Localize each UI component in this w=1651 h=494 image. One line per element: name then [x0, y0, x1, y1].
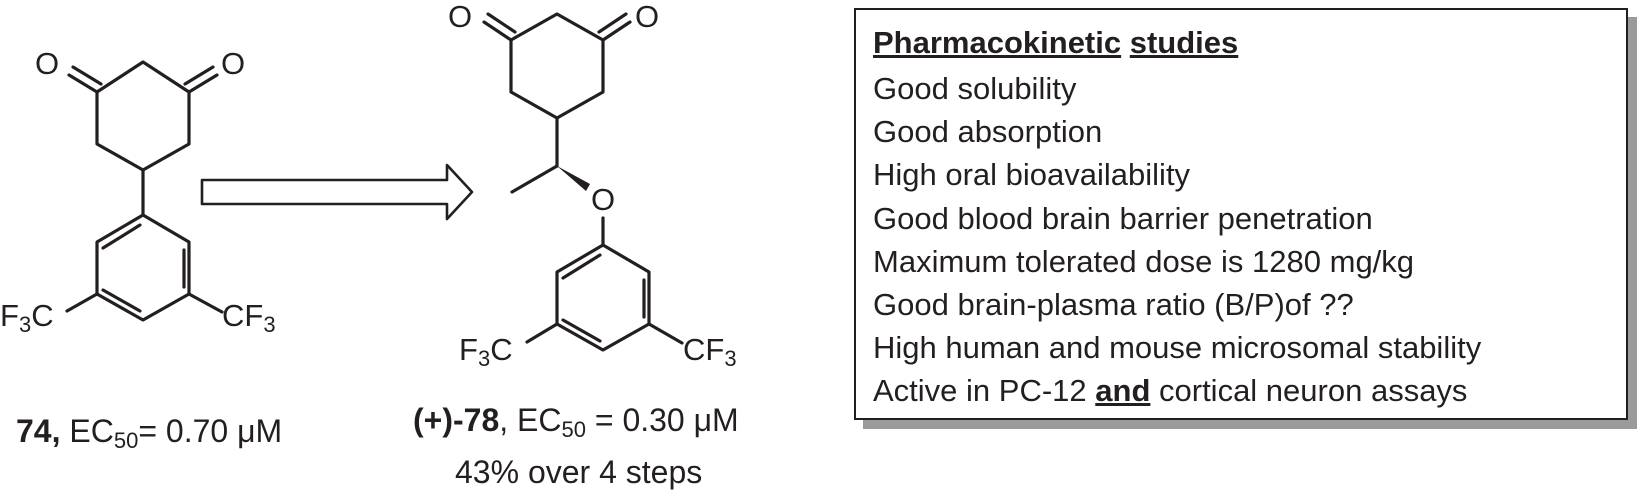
pk-item: High human and mouse microsomal stabilit…: [873, 330, 1482, 366]
pk-heading-word-1: Pharmacokinetic: [873, 25, 1122, 60]
compound-78-cf3-left-bond: [525, 322, 559, 344]
compound-74-benzene-ring: [95, 213, 191, 322]
compound-74-ec-value: = 0.70 μM: [138, 413, 283, 449]
pharmacokinetic-studies-box: Pharmacokinetic studies Good solubility …: [854, 8, 1628, 420]
cf3-left-c: C: [31, 298, 54, 333]
compound-78-ether-oxygen: O: [591, 182, 616, 217]
compound-78-dione-ring: [482, 12, 632, 120]
pk-heading: Pharmacokinetic studies: [873, 25, 1238, 61]
compound-74-cf3-right-bond: [187, 292, 224, 314]
compound-78-ec-value: = 0.30 μM: [585, 402, 739, 438]
compound-74-id: 74,: [16, 413, 61, 449]
compound-78-wedge-bond: [557, 166, 590, 191]
compound-78-cf3-left: F3C: [459, 332, 513, 370]
compound-78-oxygen-left: O: [448, 0, 473, 34]
pk-item-last-post: cortical neuron assays: [1150, 373, 1468, 409]
cf3-left-subscript: 3: [18, 312, 32, 337]
pk-item: Good absorption: [873, 114, 1103, 150]
compound-78-caption: (+)-78, EC50 = 0.30 μM: [413, 402, 739, 441]
cf3-left-f: F: [0, 298, 19, 333]
cf3-right-cf: CF: [222, 298, 264, 333]
compound-78-oxygen-right: O: [635, 0, 660, 34]
compound-74-dione-ring: [67, 60, 219, 172]
compound-78-cf3-right: CF3: [683, 332, 737, 370]
pk-item: High oral bioavailability: [873, 157, 1191, 193]
cf3-left-f: F: [459, 332, 478, 367]
pk-list: Good solubility Good absorption High ora…: [873, 67, 1481, 413]
compound-78-cf3-right-bond: [647, 322, 684, 345]
compound-78-benzene-ring: [555, 243, 651, 352]
cf3-left-c: C: [490, 332, 513, 367]
cf3-left-subscript: 3: [477, 346, 491, 371]
pk-item: Good blood brain barrier penetration: [873, 200, 1373, 236]
compound-78-ec-label: , EC: [499, 402, 562, 438]
compound-78-ec-subscript: 50: [561, 417, 586, 442]
compound-74-cf3-right: CF3: [222, 298, 276, 336]
compound-78-methyl-bond: [510, 164, 559, 194]
compound-78-id: (+)-78: [413, 402, 500, 438]
pk-item-last-emphasis: and: [1095, 373, 1151, 409]
pk-item: Maximum tolerated dose is 1280 mg/kg: [873, 243, 1415, 279]
compound-74-ec-label: EC: [69, 413, 114, 449]
cf3-right-subscript: 3: [724, 346, 737, 371]
pk-item-last: Active in PC-12 and cortical neuron assa…: [873, 369, 1481, 412]
compound-78-yield: 43% over 4 steps: [455, 454, 703, 490]
compound-74-ec-subscript: 50: [113, 428, 139, 453]
reaction-arrow: [200, 163, 474, 221]
pk-item: Good solubility: [873, 71, 1077, 106]
compound-74-caption: 74, EC50= 0.70 μM: [16, 413, 283, 452]
pk-item: Good brain-plasma ratio (B/P)of ??: [873, 286, 1354, 322]
compound-74-cf3-left: F3C: [0, 298, 54, 336]
pk-heading-word-2: studies: [1129, 25, 1239, 60]
compound-74-oxygen-right: O: [221, 46, 246, 81]
compound-74-cf3-left-bond: [65, 292, 99, 313]
cf3-right-cf: CF: [683, 332, 725, 367]
compound-74-oxygen-left: O: [35, 46, 60, 81]
pk-item-last-pre: Active in PC-12: [873, 373, 1096, 409]
cf3-right-subscript: 3: [263, 312, 276, 337]
